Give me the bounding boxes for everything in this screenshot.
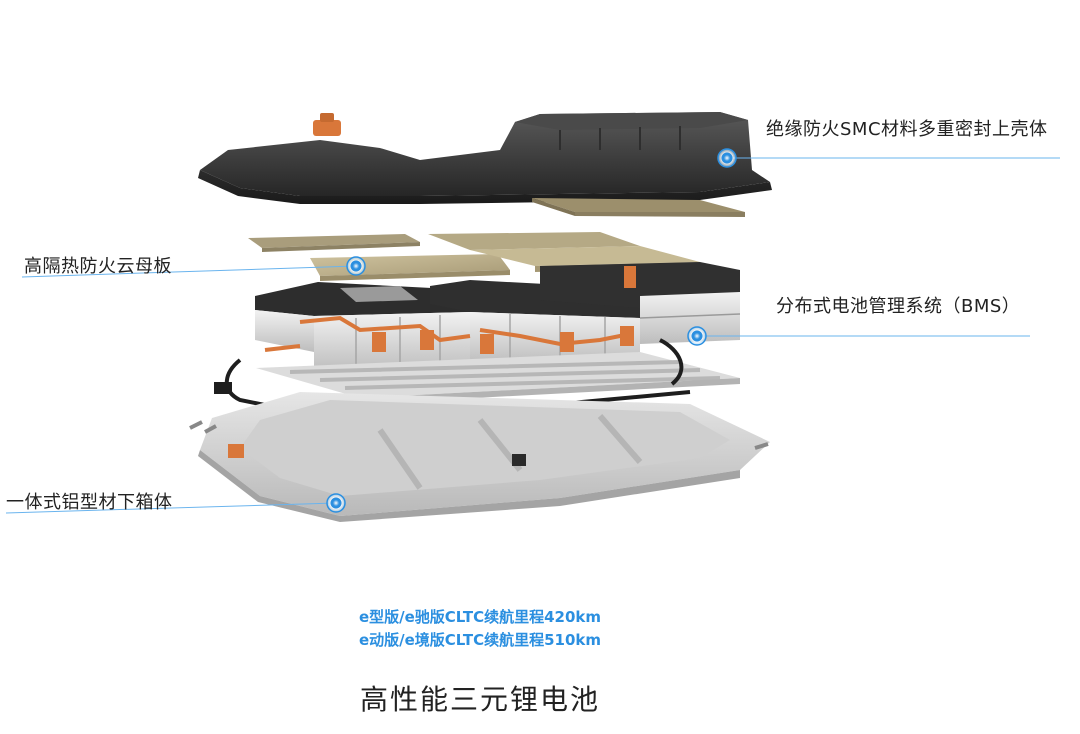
callout-upper-housing: 绝缘防火SMC材料多重密封上壳体 — [766, 119, 1048, 140]
upper-housing — [198, 112, 772, 204]
lower-housing — [189, 392, 770, 522]
mica-plate-right — [532, 198, 745, 212]
range-line-2: e动版/e境版CLTC续航里程510km — [358, 631, 602, 649]
upper-housing-connector — [313, 120, 341, 136]
callout-dot-mica-board — [346, 256, 366, 276]
callout-mica-board: 高隔热防火云母板 — [24, 256, 172, 277]
mica-boards — [248, 232, 700, 281]
callout-dot-bms — [687, 326, 707, 346]
callout-lower-housing: 一体式铝型材下箱体 — [6, 492, 173, 513]
callout-dot-upper-housing — [717, 148, 737, 168]
range-line-1: e型版/e驰版CLTC续航里程420km — [358, 608, 602, 626]
callout-dot-lower-housing — [326, 493, 346, 513]
callout-bms: 分布式电池管理系统（BMS） — [776, 296, 1021, 317]
battery-modules — [255, 262, 741, 372]
page-title: 高性能三元锂电池 — [359, 683, 600, 716]
leader-lines — [5, 157, 1060, 514]
